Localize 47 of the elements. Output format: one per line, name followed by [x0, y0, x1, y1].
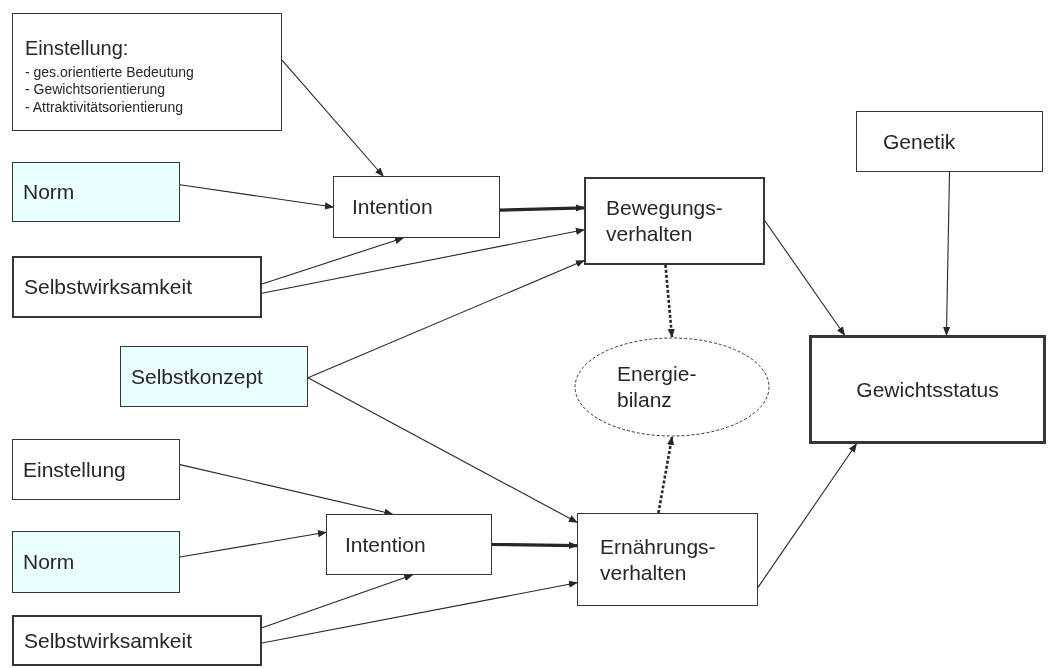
- arrow: [757, 443, 857, 588]
- process-box: [584, 177, 765, 265]
- arrow: [281, 59, 384, 177]
- process-box: [12, 439, 180, 500]
- arrow: [943, 171, 951, 336]
- node-text: Energie- bilanz: [617, 361, 698, 413]
- node-text: Intention: [345, 531, 426, 558]
- process-box: [333, 176, 500, 238]
- node-text: Selbstkonzept: [131, 363, 263, 390]
- node-text: Ernährungs- verhalten: [600, 533, 717, 586]
- node-text: - Gewichtsorientierung: [25, 81, 166, 99]
- arrow: [657, 436, 675, 514]
- arrow: [491, 541, 578, 550]
- arrow: [499, 204, 585, 212]
- node-text: - ges.orientierte Bedeutung: [25, 64, 194, 82]
- node-text: Gewichtsstatus: [856, 376, 999, 403]
- process-box: [856, 111, 1043, 172]
- process-box: [12, 615, 262, 666]
- arrow: [179, 184, 334, 210]
- arrow: [261, 574, 414, 629]
- arrow: [179, 530, 327, 558]
- arrow: [261, 237, 404, 285]
- node-text: Intention: [352, 194, 433, 220]
- arrow: [307, 377, 578, 523]
- process-box: [12, 162, 180, 222]
- arrow: [261, 227, 585, 294]
- process-box: [577, 513, 758, 606]
- arrow: [179, 464, 394, 516]
- node-text: Einstellung: [23, 456, 126, 483]
- arrow: [261, 580, 578, 644]
- process-box: [809, 335, 1046, 444]
- process-box: [120, 346, 308, 407]
- node-text: Norm: [23, 179, 75, 205]
- process-box: [12, 531, 180, 593]
- node-text: Genetik: [883, 128, 956, 155]
- arrow: [664, 264, 675, 338]
- arrow: [764, 220, 846, 336]
- process-box: [326, 514, 492, 575]
- node-text: Bewegungs- verhalten: [606, 195, 724, 247]
- arrow: [307, 260, 585, 379]
- node-text: - Attraktivitätsorientierung: [25, 98, 183, 116]
- node-text: Norm: [23, 549, 75, 575]
- process-box: [12, 256, 262, 318]
- process-box: [12, 13, 282, 131]
- node-text: Selbstwirksamkeit: [24, 627, 193, 654]
- node-text: Selbstwirksamkeit: [24, 274, 193, 300]
- node-text: Einstellung:: [25, 36, 129, 61]
